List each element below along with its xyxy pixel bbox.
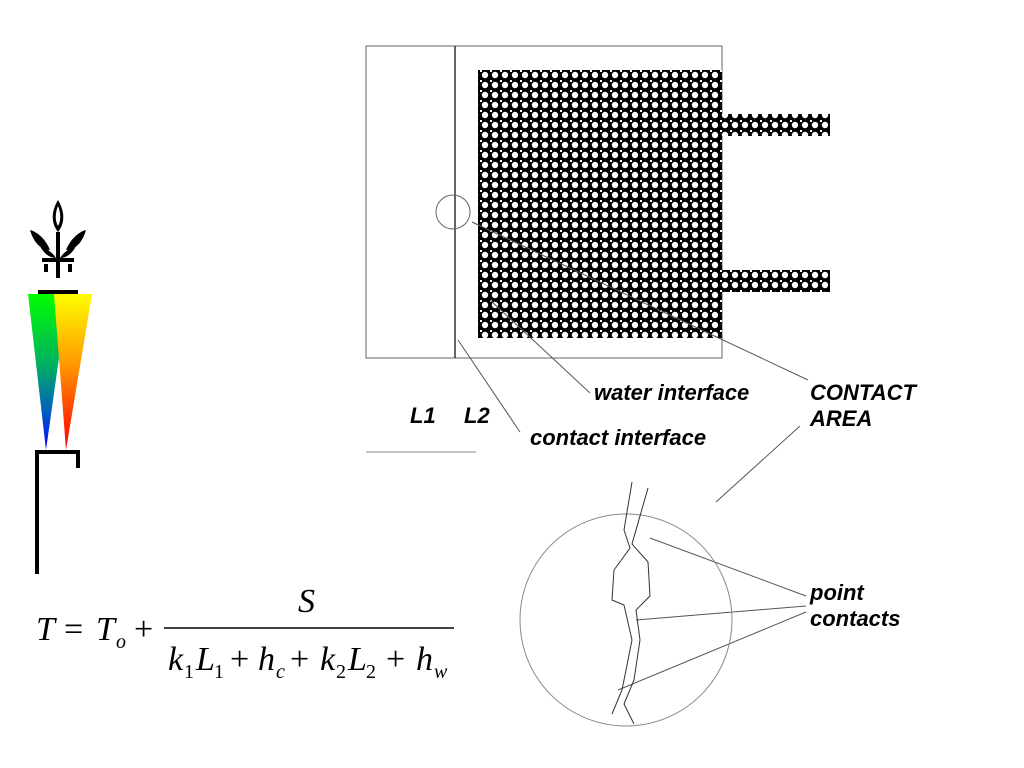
color-fan-graphic xyxy=(28,294,92,450)
formula-plus: + xyxy=(134,611,153,648)
formula-plus-2: + xyxy=(230,641,249,678)
magnified-contact-view xyxy=(519,481,733,727)
formula-hw-sub: w xyxy=(434,661,448,683)
formula-L2: L xyxy=(347,641,367,678)
formula-k1: k xyxy=(168,641,184,678)
mesh-tab-bottom xyxy=(722,270,830,292)
formula-plus-4: + xyxy=(386,641,405,678)
bracket-line xyxy=(35,450,80,574)
formula-L1: L xyxy=(195,641,215,678)
mesh-block xyxy=(478,70,722,338)
contact-area-marker xyxy=(435,194,471,230)
label-point-contacts-line2: contacts xyxy=(810,606,900,631)
formula-hw: h xyxy=(416,641,433,678)
label-l1: L1 xyxy=(410,403,436,428)
device-cross-section xyxy=(365,45,830,453)
label-point-contacts-line1: point xyxy=(809,580,865,605)
label-water-interface: water interface xyxy=(594,380,749,405)
formula-denominator: k 1 L 1 + h c + k 2 L 2 + h w xyxy=(168,641,448,683)
formula-k2-sub: 2 xyxy=(336,661,346,683)
formula-numerator: S xyxy=(298,583,315,620)
mesh-tab-top xyxy=(722,114,830,136)
label-l2: L2 xyxy=(464,403,490,428)
formula-L2-sub: 2 xyxy=(366,661,376,683)
formula-plus-3: + xyxy=(290,641,309,678)
formula-lhs: T xyxy=(36,611,57,648)
university-menorah-logo-icon xyxy=(30,200,86,294)
heat-transfer-formula: T = T o + S k 1 L 1 + h c + k 2 L 2 + h … xyxy=(36,583,454,683)
label-contact-area-line2: AREA xyxy=(809,406,872,431)
formula-t0-sub: o xyxy=(116,631,126,653)
formula-t0: T xyxy=(96,611,117,648)
formula-hc: h xyxy=(258,641,275,678)
formula-k2: k xyxy=(320,641,336,678)
leader-lines xyxy=(457,221,809,691)
label-contact-area-line1: CONTACT xyxy=(810,380,917,405)
formula-equals: = xyxy=(64,611,83,648)
formula-L1-sub: 1 xyxy=(214,661,224,683)
formula-hc-sub: c xyxy=(276,661,285,683)
label-contact-interface: contact interface xyxy=(530,425,706,450)
formula-k1-sub: 1 xyxy=(184,661,194,683)
